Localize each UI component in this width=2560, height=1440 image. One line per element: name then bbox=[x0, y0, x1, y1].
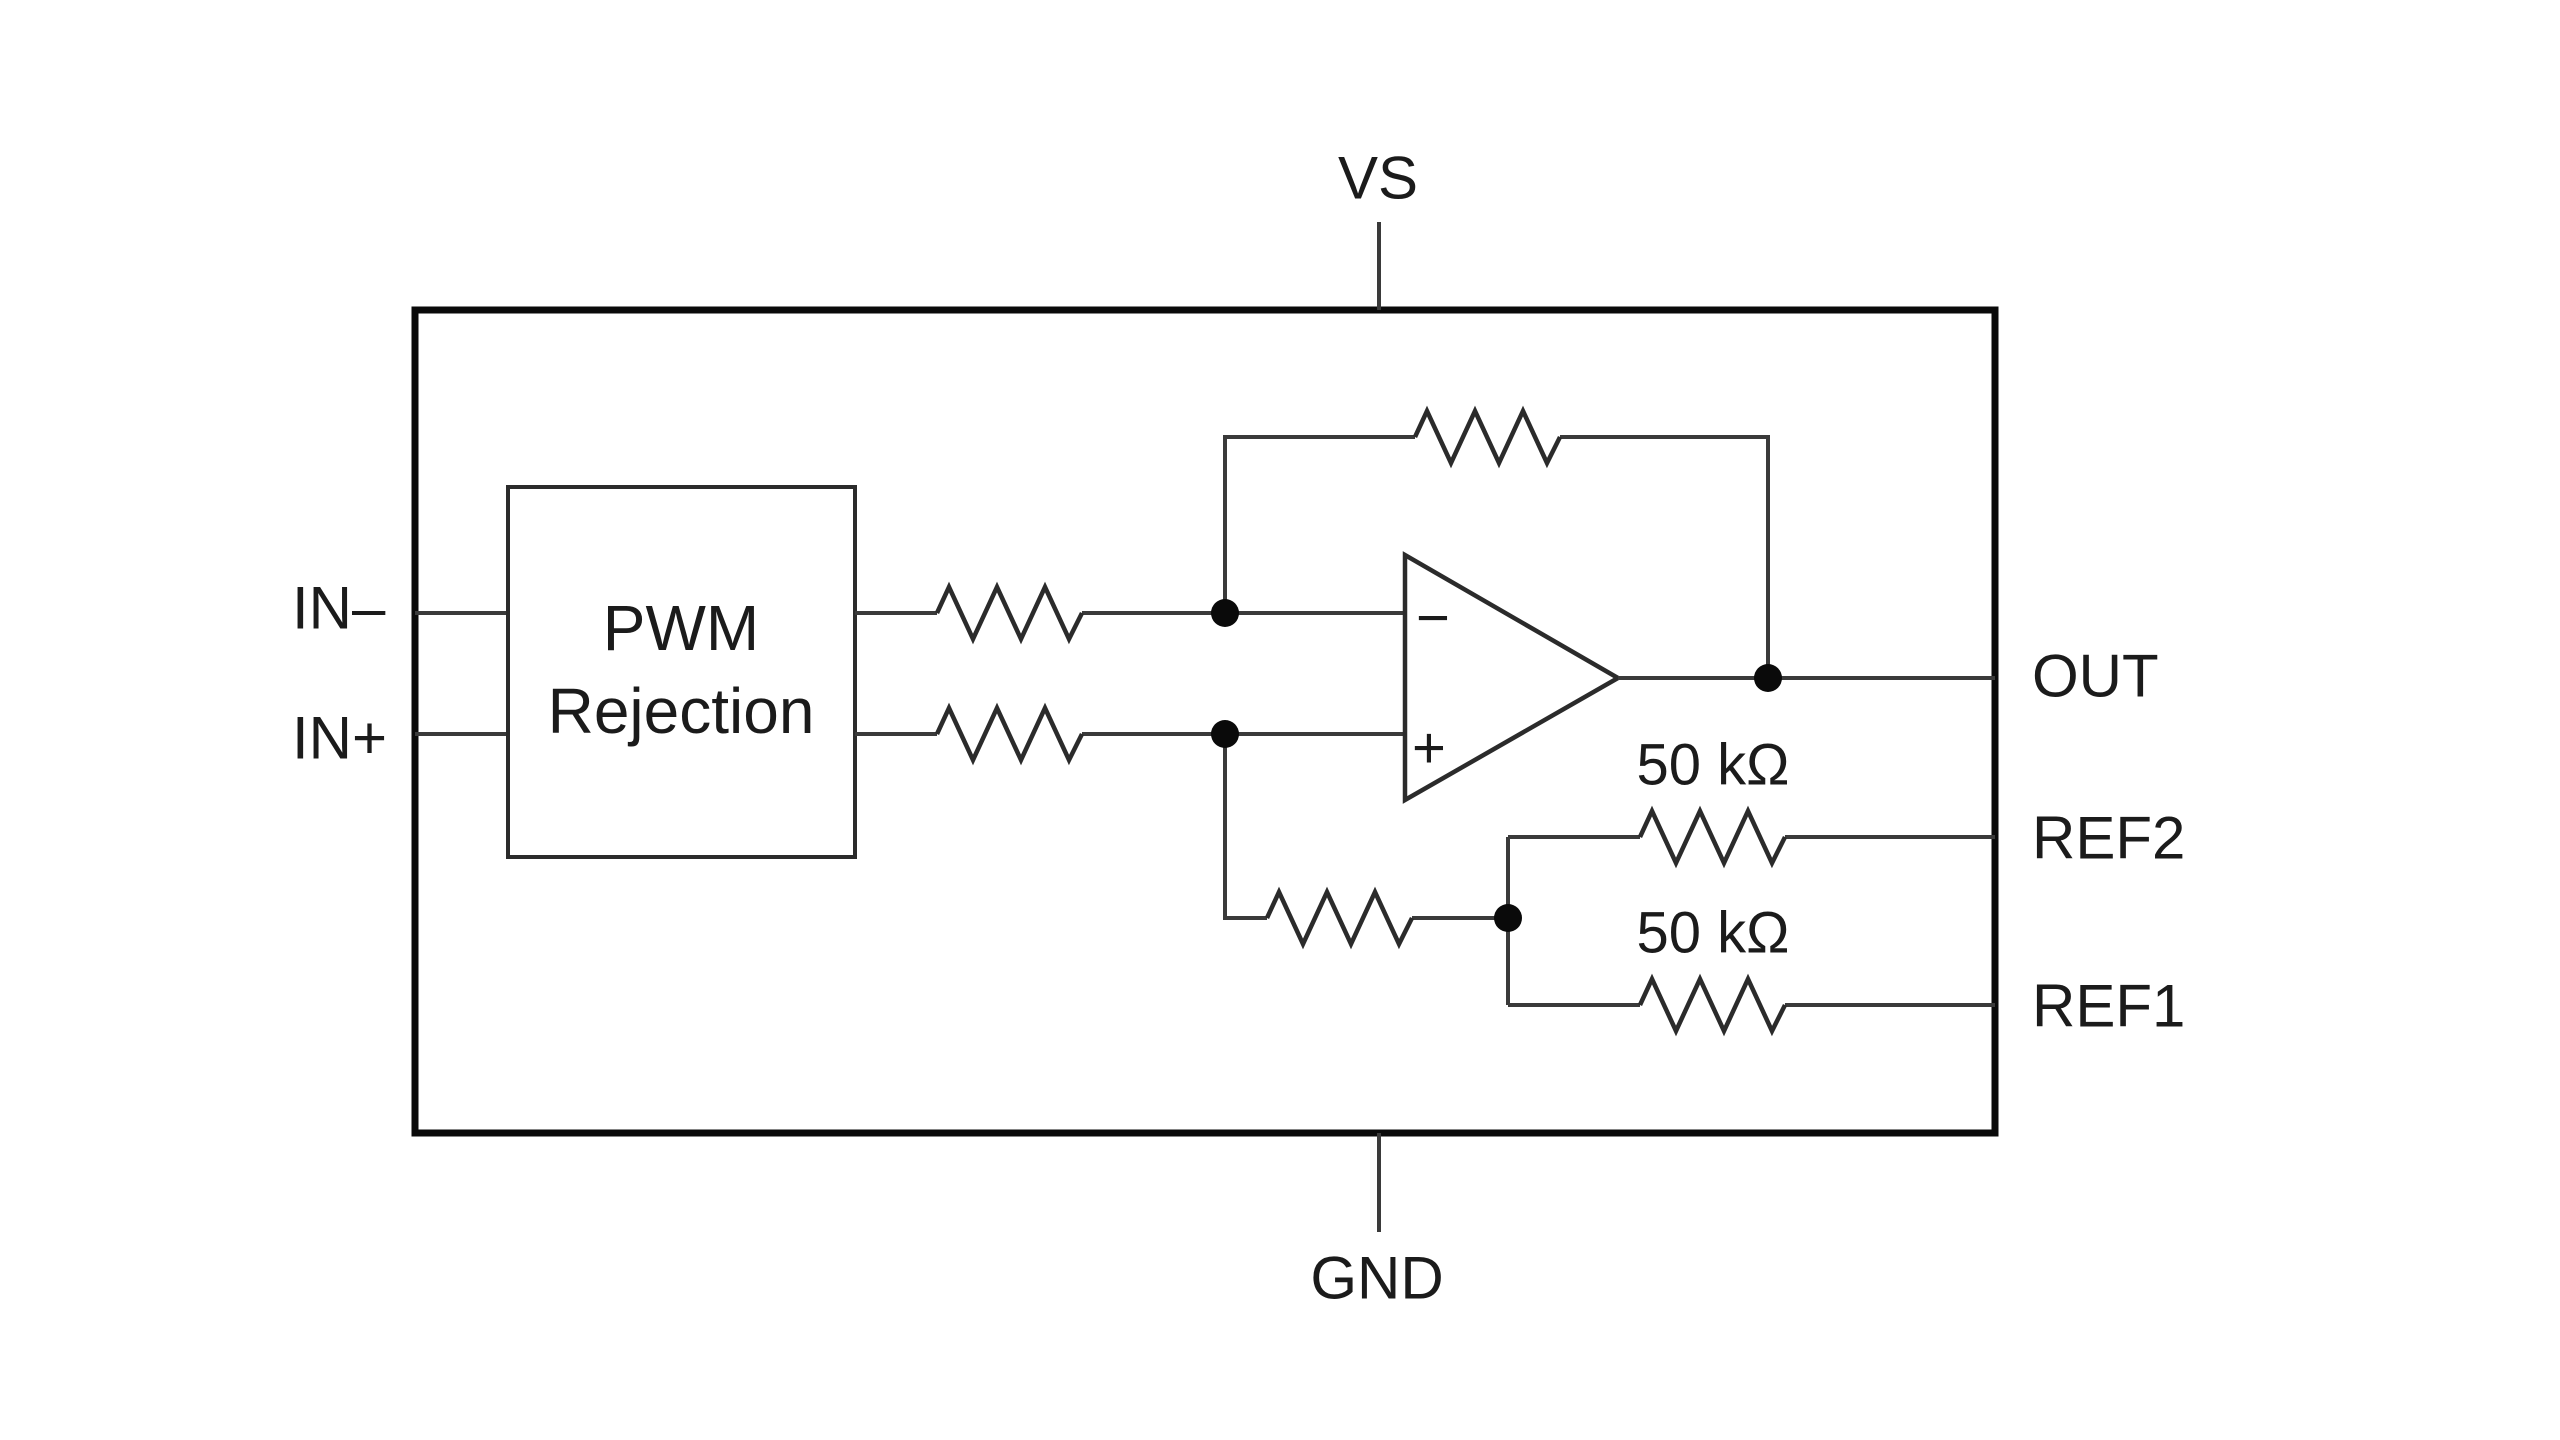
out-pin-label: OUT bbox=[2032, 643, 2159, 710]
in-plus-pin-label: IN+ bbox=[292, 705, 387, 772]
reference-branch-wire bbox=[1223, 734, 1510, 1005]
opamp-inverting-input-sign: − bbox=[1416, 586, 1450, 651]
feedback-resistor bbox=[1412, 405, 1563, 469]
ref2-pin-label: REF2 bbox=[2032, 805, 2185, 872]
ref1-pin-label: REF1 bbox=[2032, 973, 2185, 1040]
ref1-50k-resistor bbox=[1637, 973, 1788, 1037]
gnd-pin-label: GND bbox=[1310, 1245, 1443, 1312]
pwm-rejection-block bbox=[506, 485, 857, 859]
opamp-noninverting-input-sign: + bbox=[1412, 716, 1446, 781]
junction-dot-reference bbox=[1494, 904, 1522, 932]
pwm-rejection-label-line2: Rejection bbox=[548, 675, 815, 747]
junction-dot-inverting bbox=[1211, 599, 1239, 627]
feedback-loop-wire bbox=[1223, 435, 1770, 678]
ref2-resistor-value-label: 50 kΩ bbox=[1637, 733, 1790, 798]
junction-dot-output bbox=[1754, 664, 1782, 692]
input-resistor-inverting bbox=[934, 581, 1085, 645]
pwm-rejection-label-line1: PWM bbox=[603, 592, 759, 664]
device-outline-box bbox=[411, 306, 1999, 1137]
opamp-triangle bbox=[1402, 551, 1623, 804]
junction-dot-noninverting bbox=[1211, 720, 1239, 748]
ref1-resistor-value-label: 50 kΩ bbox=[1637, 901, 1790, 966]
reference-series-resistor bbox=[1264, 886, 1415, 950]
ref2-50k-resistor bbox=[1637, 805, 1788, 869]
in-minus-pin-label: IN– bbox=[292, 575, 386, 642]
vs-pin-label: VS bbox=[1338, 145, 1418, 212]
input-resistor-noninverting bbox=[934, 702, 1085, 766]
